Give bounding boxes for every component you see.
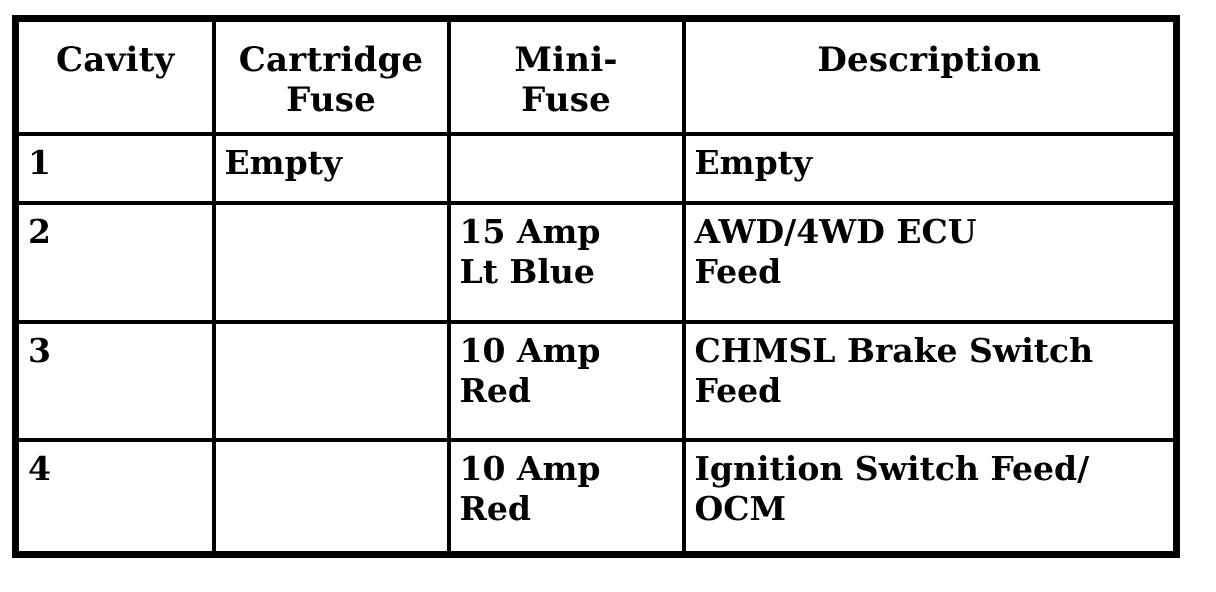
table-header-row: Cavity Cartridge Fuse Mini- Fuse Descrip…	[15, 18, 1177, 134]
table-body: 1 Empty Empty 2	[15, 131, 1177, 555]
description-value: Empty	[694, 142, 813, 182]
cavity-value: 3	[28, 330, 51, 370]
column-header-description-label: Description	[817, 40, 1042, 80]
cell-description: Ignition Switch Feed/ OCM	[681, 437, 1177, 555]
cell-cartridge-fuse	[211, 200, 449, 322]
cell-mini-fuse: 15 Amp Lt Blue	[446, 200, 684, 322]
column-header-description: Description	[681, 18, 1177, 134]
cavity-value: 4	[28, 448, 51, 488]
cell-cavity: 1	[15, 131, 214, 203]
cartridge-fuse-value	[216, 324, 447, 332]
cell-cavity: 3	[15, 319, 214, 440]
cavity-value: 2	[28, 211, 51, 251]
table-row: 1 Empty Empty	[15, 131, 1177, 203]
description-value: CHMSL Brake Switch Feed	[694, 330, 1094, 410]
cartridge-fuse-value	[216, 442, 447, 450]
column-header-mini-fuse: Mini- Fuse	[446, 18, 684, 134]
column-header-cartridge-fuse: Cartridge Fuse	[211, 18, 449, 134]
description-value: AWD/4WD ECU Feed	[694, 211, 977, 291]
cartridge-fuse-value	[216, 205, 447, 213]
mini-fuse-value: 10 Amp Red	[459, 330, 601, 410]
column-header-cavity: Cavity	[15, 18, 214, 134]
mini-fuse-value: 10 Amp Red	[459, 448, 601, 528]
cell-cartridge-fuse	[211, 319, 449, 440]
table-row: 4 10 Amp Red Ignition Switch Feed/ OCM	[15, 437, 1177, 555]
fuse-cavity-table: Cavity Cartridge Fuse Mini- Fuse Descrip…	[12, 15, 1180, 558]
description-value: Ignition Switch Feed/ OCM	[694, 448, 1090, 528]
cell-description: Empty	[681, 131, 1177, 203]
table-row: 2 15 Amp Lt Blue AWD/4WD ECU Feed	[15, 200, 1177, 322]
cavity-value: 1	[28, 142, 51, 182]
mini-fuse-value: 15 Amp Lt Blue	[459, 211, 601, 291]
cell-cartridge-fuse	[211, 437, 449, 555]
cell-description: AWD/4WD ECU Feed	[681, 200, 1177, 322]
table-row: 3 10 Amp Red CHMSL Brake Switch Feed	[15, 319, 1177, 440]
cell-mini-fuse: 10 Amp Red	[446, 437, 684, 555]
column-header-mini-fuse-label: Mini- Fuse	[514, 40, 618, 120]
cell-mini-fuse	[446, 131, 684, 203]
cartridge-fuse-value: Empty	[224, 142, 343, 182]
column-header-cartridge-fuse-label: Cartridge Fuse	[238, 40, 424, 120]
cell-cavity: 4	[15, 437, 214, 555]
cell-mini-fuse: 10 Amp Red	[446, 319, 684, 440]
cell-description: CHMSL Brake Switch Feed	[681, 319, 1177, 440]
mini-fuse-value	[451, 136, 682, 144]
cell-cartridge-fuse: Empty	[211, 131, 449, 203]
cell-cavity: 2	[15, 200, 214, 322]
column-header-cavity-label: Cavity	[56, 40, 175, 80]
table-header: Cavity Cartridge Fuse Mini- Fuse Descrip…	[15, 18, 1177, 134]
